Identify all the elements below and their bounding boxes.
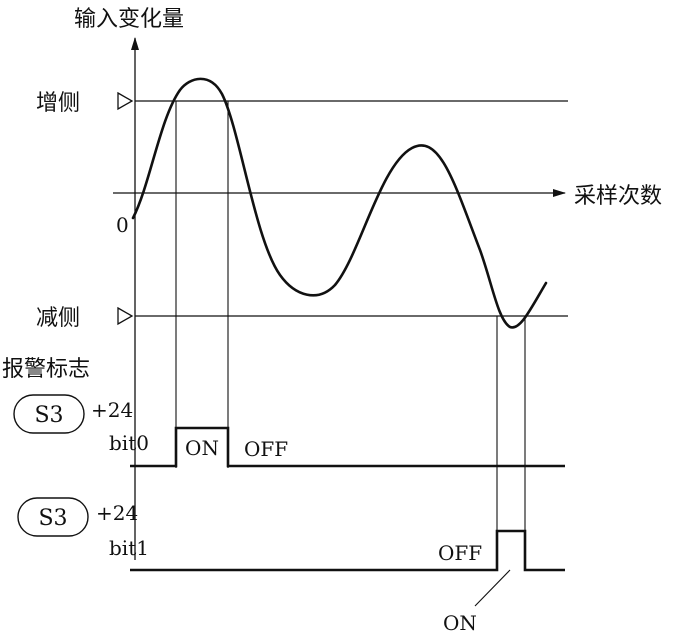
- lower-threshold-label: 减侧: [36, 306, 80, 331]
- flag2-on-label: ON: [443, 611, 477, 635]
- flag1-signal-waveform: [130, 426, 565, 468]
- flag2-on-pointer: [474, 569, 511, 607]
- flag2-signal-waveform: [130, 529, 565, 572]
- flag1-on-label: ON: [185, 436, 219, 460]
- flag1-register-box: [13, 394, 85, 434]
- flag2-off-label: OFF: [438, 541, 482, 565]
- upper-threshold-marker-icon: [117, 91, 134, 111]
- input-signal-curve: [131, 77, 548, 329]
- flag2-register-label: S3: [38, 506, 67, 531]
- flag2-register-box: [17, 497, 89, 537]
- alarm-flag-title: 报警标志: [2, 357, 90, 382]
- flag1-bit-label: bit0: [109, 431, 149, 455]
- upper-threshold-label: 增侧: [36, 91, 80, 116]
- y-axis-label: 输入变化量: [74, 7, 184, 32]
- x-axis-label: 采样次数: [574, 184, 662, 209]
- flag1-offset: +24: [91, 398, 133, 422]
- lower-threshold-marker-icon: [117, 306, 134, 326]
- flag1-register-label: S3: [34, 403, 63, 428]
- flag1-off-label: OFF: [244, 437, 288, 461]
- origin-label: 0: [116, 213, 129, 237]
- flag2-offset: +24: [96, 501, 138, 525]
- flag2-bit-label: bit1: [109, 536, 149, 560]
